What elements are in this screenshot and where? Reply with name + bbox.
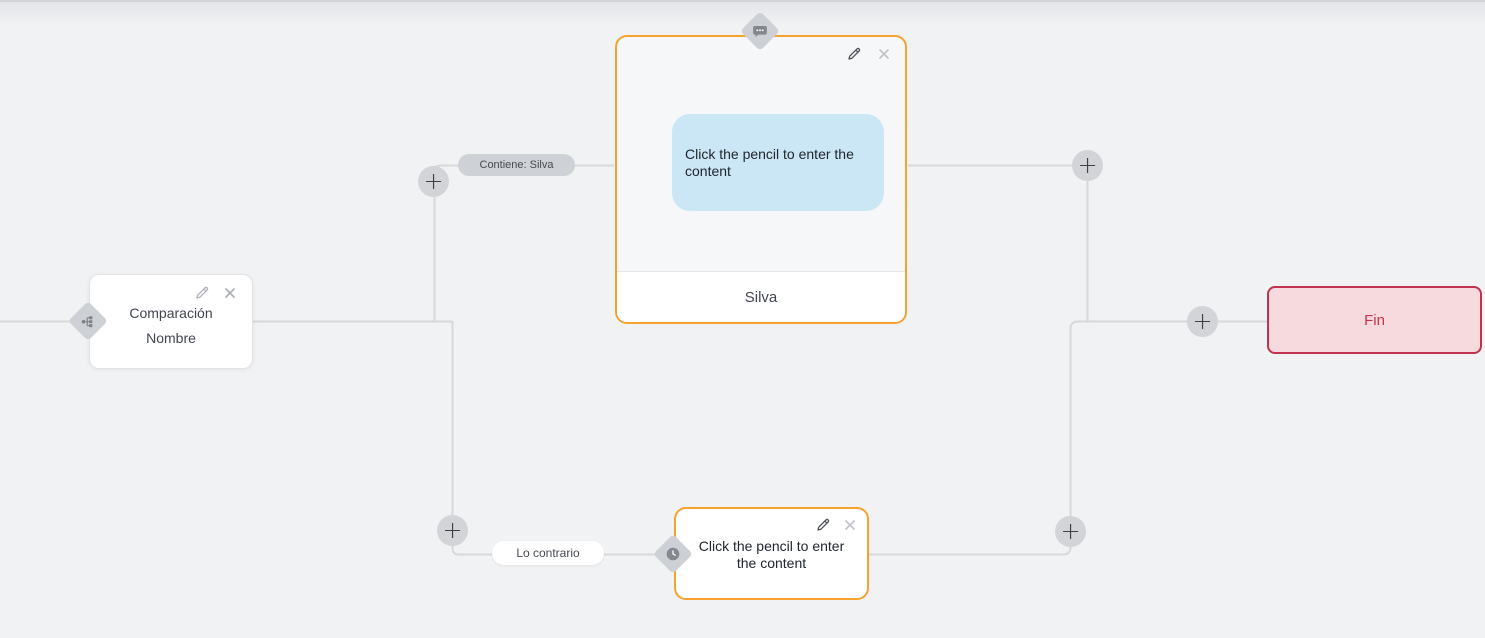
wire-branch-top <box>433 164 614 321</box>
plus-icon: + <box>1192 306 1213 335</box>
wire-branch-bottom <box>451 321 658 556</box>
close-icon[interactable] <box>842 517 858 533</box>
plus-icon: + <box>1077 150 1098 179</box>
end-node-label: Fin <box>1364 311 1385 329</box>
end-node-card[interactable]: Fin <box>1267 286 1482 354</box>
message-node-footer: Silva <box>617 271 905 322</box>
delay-placeholder-text: Click the pencil to enter the content <box>698 538 845 571</box>
plus-icon: + <box>423 166 444 195</box>
pencil-icon[interactable] <box>194 285 210 301</box>
close-icon[interactable] <box>876 46 892 62</box>
add-node-button-before-end[interactable]: + <box>1187 306 1218 337</box>
condition-value: Nombre <box>146 330 196 346</box>
add-node-button-top-right[interactable]: + <box>1072 150 1103 181</box>
clock-icon <box>665 546 681 562</box>
message-footer-label: Silva <box>744 288 778 306</box>
add-node-button-bottom-right[interactable]: + <box>1055 516 1086 547</box>
wire-merge-bottom-to-end <box>869 320 1267 556</box>
edge-label-contains-text: Contiene: Silva <box>479 159 554 171</box>
condition-node-card[interactable]: Comparación Nombre <box>89 274 253 369</box>
close-icon[interactable] <box>222 285 238 301</box>
message-bubble: Click the pencil to enter the content <box>672 114 884 211</box>
chat-bubble-icon <box>752 23 768 39</box>
add-node-button-top-left[interactable]: + <box>418 166 449 197</box>
condition-title: Comparación <box>129 305 213 321</box>
add-node-button-bottom-left[interactable]: + <box>437 515 468 546</box>
message-node-card[interactable]: Click the pencil to enter the content Si… <box>615 35 907 324</box>
pencil-icon[interactable] <box>846 46 862 62</box>
edge-label-contains[interactable]: Contiene: Silva <box>458 154 575 176</box>
pencil-icon[interactable] <box>815 517 831 533</box>
message-node-body: Click the pencil to enter the content <box>617 37 905 271</box>
message-placeholder-text: Click the pencil to enter the content <box>685 145 854 179</box>
plus-icon: + <box>1060 516 1081 545</box>
sitemap-branch-icon <box>81 314 96 329</box>
delay-node-card[interactable]: Click the pencil to enter the content <box>674 507 869 600</box>
edge-label-else-text: Lo contrario <box>516 546 580 560</box>
plus-icon: + <box>442 515 463 544</box>
edge-label-else[interactable]: Lo contrario <box>492 541 604 565</box>
message-node-badge <box>740 11 780 51</box>
condition-node-badge <box>68 301 108 341</box>
delay-node-badge <box>653 534 693 574</box>
